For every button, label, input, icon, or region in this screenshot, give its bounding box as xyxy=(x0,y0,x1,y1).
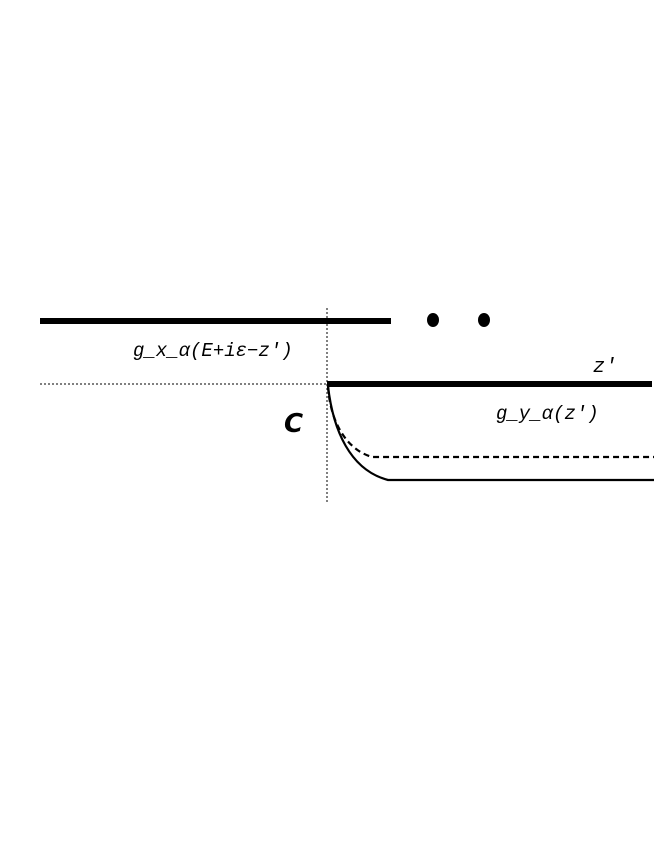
dashed-contour xyxy=(326,385,654,459)
ellipsis-dot-1 xyxy=(427,313,439,327)
label-gy-function: g_y_α(z′) xyxy=(496,403,599,425)
ellipsis-dot-2 xyxy=(478,313,490,327)
label-z-prime: z′ xyxy=(593,356,617,379)
label-contour-c: C xyxy=(284,409,303,439)
solid-contour xyxy=(326,385,654,482)
label-gx-function: g_x_α(E+iε−z′) xyxy=(133,340,293,362)
